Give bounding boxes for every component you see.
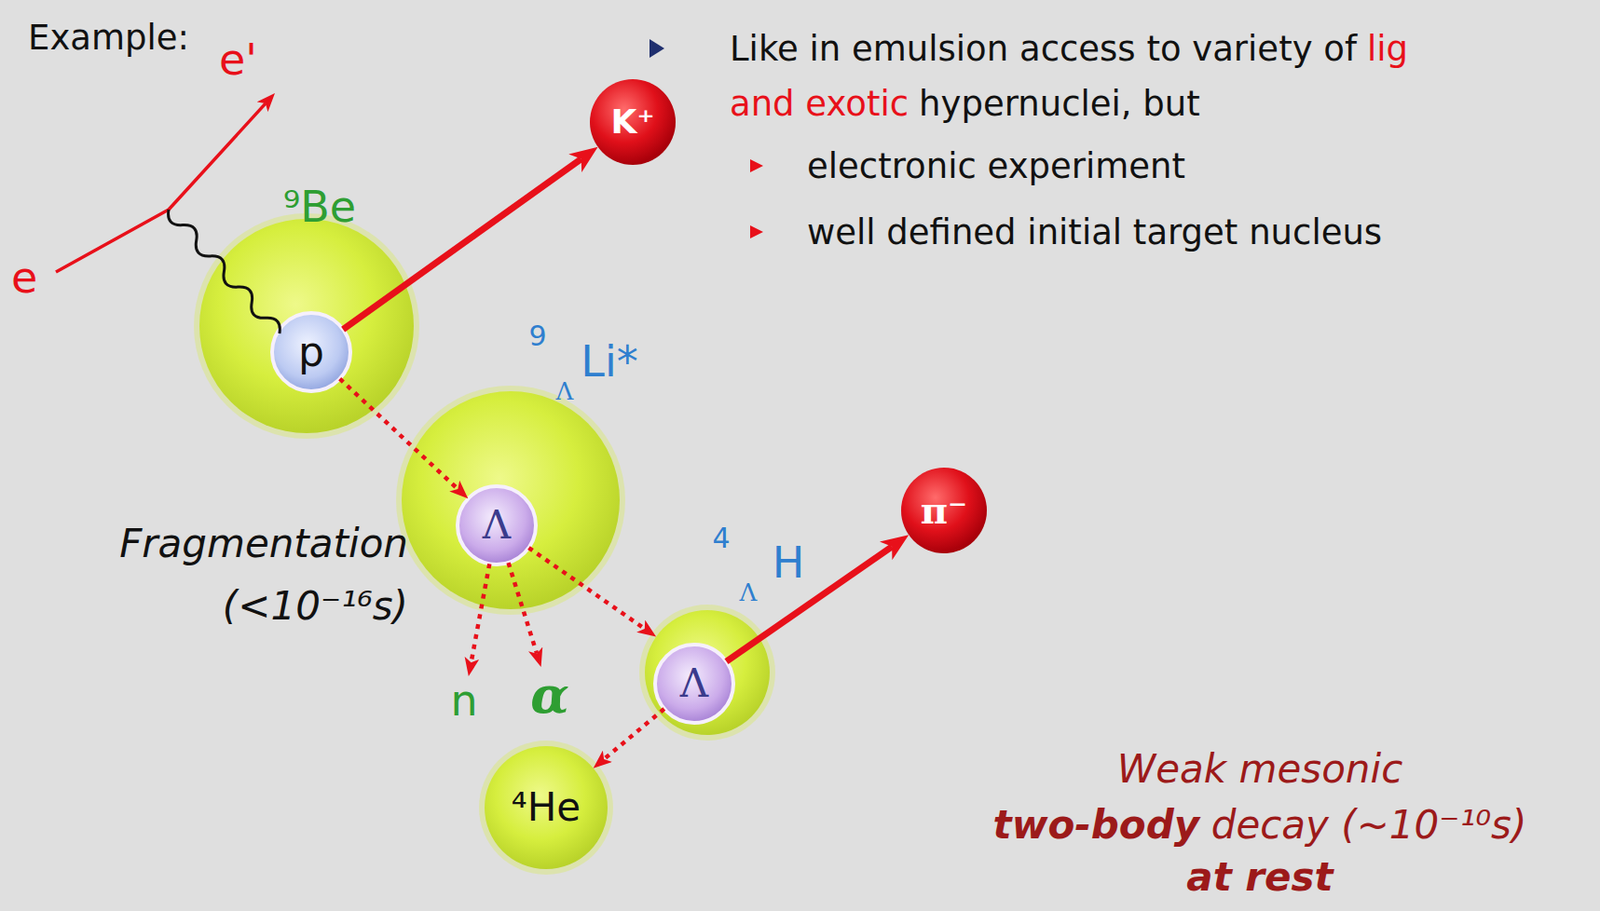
decay-note: at rest <box>1186 858 1333 898</box>
dotted-arrow <box>603 709 665 760</box>
dotted-arrow <box>471 563 491 663</box>
sub-bullet-text: electronic experiment <box>806 149 1186 184</box>
solid-arrow <box>726 547 893 662</box>
glow <box>478 740 614 876</box>
circle-fill <box>589 79 676 165</box>
sub-bullet-text: well defined initial target nucleus <box>806 215 1382 250</box>
node-text: α <box>530 670 570 721</box>
particle-label: e' <box>218 38 258 82</box>
glow <box>639 604 776 741</box>
text-holder: two-body <box>993 806 1201 846</box>
text-holder: Λ <box>739 580 758 605</box>
electron-line <box>55 103 266 273</box>
photon-line <box>168 209 281 334</box>
alpha-label: α <box>523 669 576 722</box>
text-holder: well defined initial target nucleus <box>806 215 1382 250</box>
text-holder: ⁴He <box>511 788 581 828</box>
text-holder: and exotic <box>729 86 909 122</box>
text-holder: Weak mesonic <box>1117 750 1404 790</box>
circle-fill <box>655 644 734 724</box>
node-text: 4 <box>711 524 730 553</box>
text-holder: lig <box>1367 31 1409 67</box>
hypernucleus-circle: 9ΛLi*Λ <box>401 391 620 610</box>
example-label: Example: <box>27 20 190 55</box>
text-holder: H <box>772 541 806 585</box>
text-holder: hypernuclei, but <box>918 86 1201 122</box>
text-holder: 4 <box>711 524 730 553</box>
lambda-circle: Λ <box>655 644 734 724</box>
time-note: (<10⁻¹⁶s) <box>222 587 409 627</box>
bullet-text: hypernuclei, but <box>918 86 1201 122</box>
node-text: Λ <box>556 379 575 404</box>
node-text: K⁺ <box>611 105 656 139</box>
illustration <box>55 39 764 334</box>
bullet-triangle <box>750 159 764 173</box>
text-holder: Fragmentation <box>119 524 409 564</box>
dotted-arrow <box>528 547 644 630</box>
pion-circle: π⁻ <box>901 467 987 554</box>
nucleus-circle: ⁹Bep <box>199 218 414 434</box>
node-text: Λ <box>482 505 511 546</box>
node-text: π⁻ <box>920 492 968 530</box>
bullet-text: lig <box>1367 31 1409 67</box>
text-holder: 9 <box>528 322 547 351</box>
kaon-circle: K⁺ <box>589 79 676 165</box>
solid-arrow <box>342 159 582 330</box>
dotted-arrow <box>340 379 459 490</box>
lambda-circle: Λ <box>457 486 536 565</box>
text-holder: Like in emulsion access to variety of <box>729 31 1357 67</box>
process-note: Fragmentation <box>119 524 409 564</box>
text-holder: electronic experiment <box>806 149 1186 184</box>
bullet-text: Like in emulsion access to variety of <box>729 31 1357 67</box>
helium-circle: ⁴He <box>484 746 608 870</box>
node-text: 9 <box>528 322 547 351</box>
node-text: p <box>298 331 325 373</box>
decay-note: two-body <box>993 806 1201 846</box>
glow <box>396 385 626 616</box>
text-holder: π⁻ <box>920 492 968 530</box>
text-holder: at rest <box>1186 858 1333 898</box>
node-text: Li* <box>580 340 638 383</box>
circle-fill <box>644 610 770 736</box>
circle-fill <box>457 486 536 565</box>
dotted-arrow <box>508 562 538 655</box>
text-holder: n <box>450 679 478 723</box>
node-text: ⁴He <box>511 788 581 828</box>
hypernucleus-circle: 4ΛHΛ <box>644 610 770 736</box>
circle-fill <box>484 746 608 870</box>
text-holder: K⁺ <box>611 105 656 139</box>
node-text: Λ <box>739 580 758 605</box>
text-holder: p <box>298 331 325 373</box>
text-holder: decay (~10⁻¹⁰s) <box>1211 806 1528 846</box>
text-holder: Λ <box>556 379 575 404</box>
text-holder: α <box>530 670 570 721</box>
bullet-triangle <box>750 225 764 239</box>
node-text: n <box>450 679 478 723</box>
proton-circle: p <box>272 313 351 392</box>
decay-note: Weak mesonic <box>1117 750 1404 790</box>
neutron-label: n <box>441 678 487 724</box>
particle-label: e <box>11 256 38 300</box>
node-text: H <box>772 541 806 585</box>
circle-fill <box>199 218 414 434</box>
text-holder: e' <box>218 38 258 82</box>
bullet-triangle <box>649 39 665 58</box>
node-text: Λ <box>680 664 709 704</box>
text-holder: ⁹Be <box>283 185 356 229</box>
text-holder: e <box>11 256 38 300</box>
text-holder: Λ <box>482 505 511 546</box>
node-text: ⁹Be <box>283 185 356 229</box>
circle-fill <box>272 313 351 392</box>
text-holder: Li* <box>580 340 638 383</box>
decay-note: decay (~10⁻¹⁰s) <box>1211 806 1528 846</box>
bullet-text: and exotic <box>729 86 909 122</box>
text-holder: Example: <box>27 20 190 55</box>
glow <box>193 213 420 439</box>
connector-layer <box>340 159 892 760</box>
circle-fill <box>901 467 987 554</box>
text-holder: Λ <box>680 664 709 704</box>
text-holder: (<10⁻¹⁶s) <box>222 587 409 627</box>
circle-fill <box>401 391 620 610</box>
